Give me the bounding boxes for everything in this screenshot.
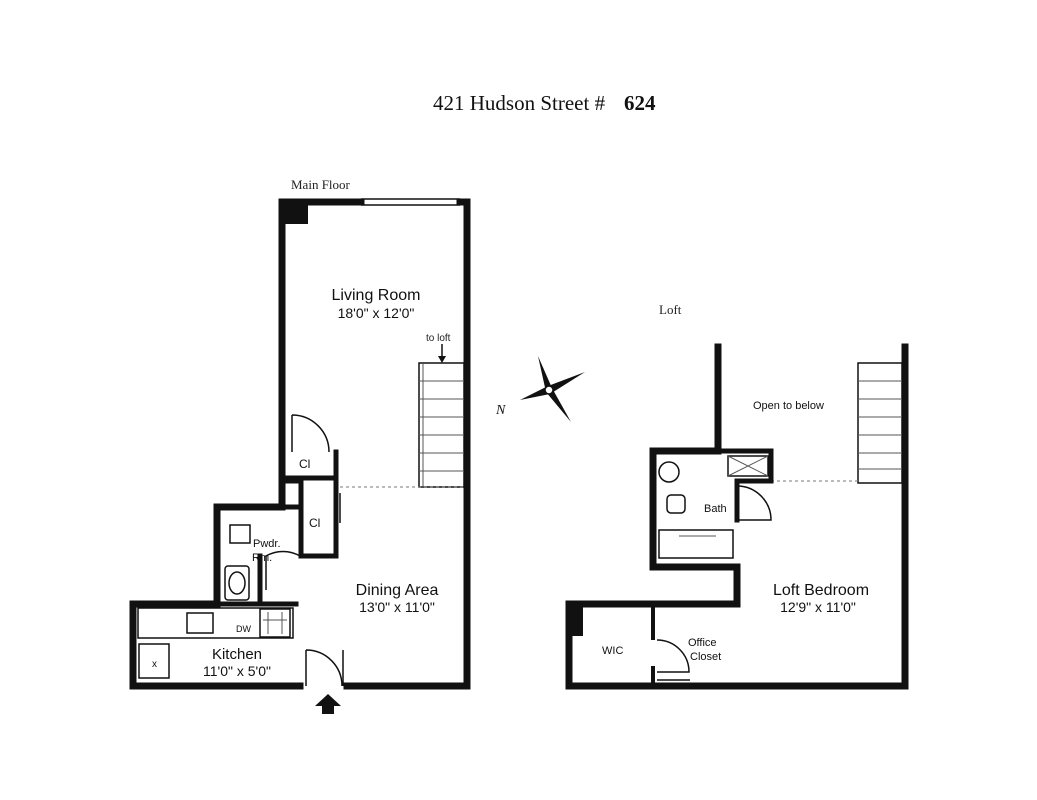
loft-bedroom-dims: 12'9" x 11'0": [780, 599, 856, 615]
wic-label: WIC: [602, 645, 623, 657]
main-floor-outer-wall: [129, 198, 365, 690]
dining-area-dims: 13'0" x 11'0": [359, 599, 435, 615]
compass-rose: N: [495, 356, 585, 422]
powder-room-label-2: Rm.: [252, 552, 272, 564]
svg-text:x: x: [152, 659, 157, 670]
powder-room: Pwdr. Rm.: [214, 504, 304, 607]
office-closet-label-2: Closet: [690, 651, 721, 663]
living-room-dims: 18'0" x 12'0": [338, 305, 415, 321]
bath: Bath: [650, 448, 774, 559]
living-room-name: Living Room: [332, 287, 421, 304]
kitchen-name: Kitchen: [212, 646, 262, 663]
closet-2-label: Cl: [309, 516, 320, 530]
closet-1: Cl: [279, 414, 339, 481]
loft-label: Loft: [659, 302, 682, 317]
loft-plan: Loft Open to below Bath: [565, 302, 909, 690]
main-floor-label: Main Floor: [291, 177, 351, 192]
unit-number: 624: [624, 91, 656, 115]
kitchen: x DW Kitchen 11'0" x 5'0": [130, 601, 299, 679]
entry-door: [305, 649, 344, 687]
closet-1-label: Cl: [299, 457, 310, 471]
to-loft-label: to loft: [426, 333, 451, 344]
office-closet-label-1: Office: [688, 637, 717, 649]
powder-room-label-1: Pwdr.: [253, 538, 281, 550]
main-floor-plan: Main Floor to loft Living Room 18'0" x 1…: [129, 177, 471, 714]
loft-stairs: [857, 362, 903, 484]
entry-arrow-icon: [315, 694, 341, 714]
main-floor-right-wall: [343, 198, 471, 690]
dishwasher-label: DW: [236, 624, 251, 634]
dining-area-name: Dining Area: [356, 582, 439, 599]
loft-bedroom-name: Loft Bedroom: [773, 582, 869, 599]
kitchen-dims: 11'0" x 5'0": [203, 663, 271, 679]
north-label: N: [495, 403, 506, 418]
stairs-to-loft: [418, 362, 465, 488]
bath-label: Bath: [704, 503, 727, 515]
column: [282, 202, 308, 224]
wic-and-office: WIC Office Closet: [569, 604, 721, 686]
open-to-below-label: Open to below: [753, 400, 824, 412]
plan-title: 421 Hudson Street #: [433, 91, 606, 115]
closet-2: Cl: [283, 475, 341, 559]
